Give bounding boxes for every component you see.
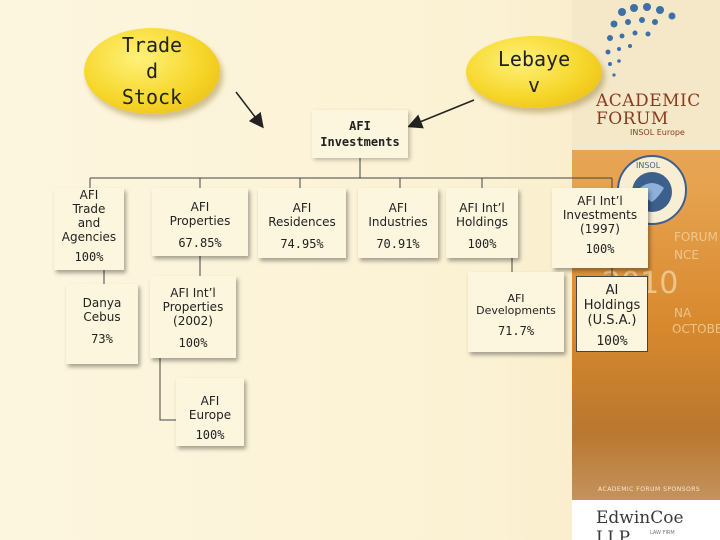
afi-residences-node: AFI Residences 74.95% <box>258 188 346 258</box>
danya-cebus-node: Danya Cebus 73% <box>66 284 138 364</box>
traded-stock-label: Trade d Stock <box>121 33 183 109</box>
faint-forum: FORUM <box>674 230 718 244</box>
node-percent: 67.85% <box>178 236 222 250</box>
lebayev-oval: Lebaye v <box>466 36 602 108</box>
afi-intl-investments-node: AFI Int’l Investments (1997) 100% <box>552 188 648 268</box>
edwin-coe-text: EdwinCoe LLP <box>596 508 684 540</box>
afi-europe-node: AFI Europe 100% <box>176 378 244 446</box>
node-name: AFI Int’l Holdings <box>455 201 509 229</box>
faint-na: NA <box>674 306 692 320</box>
afi-properties-node: AFI Properties 67.85% <box>152 188 248 256</box>
node-percent: 100% <box>178 336 208 350</box>
node-percent: 100% <box>585 242 615 256</box>
afi-investments-label: AFI Investments <box>320 119 400 149</box>
arrow-traded-stock <box>235 91 264 129</box>
node-name: AFI Int’l Investments (1997) <box>562 194 638 236</box>
node-name: AI Holdings (U.S.A.) <box>583 283 641 328</box>
node-name: Danya Cebus <box>82 296 122 324</box>
node-name: AFI Residences <box>268 201 336 229</box>
faint-october: OCTOBER <box>672 322 720 336</box>
connector-intl-europe <box>159 358 176 421</box>
traded-stock-oval: Trade d Stock <box>84 28 220 114</box>
logo-line1: ACADEMIC <box>596 91 701 111</box>
edwin-coe-small: LAW FIRM <box>650 530 675 536</box>
afi-investments-node: AFI Investments <box>312 110 408 158</box>
node-name: AFI Int’l Properties (2002) <box>162 286 224 328</box>
node-percent: 100% <box>596 334 628 349</box>
node-name: AFI Developments <box>476 292 556 317</box>
node-percent: 73% <box>91 332 113 346</box>
node-percent: 100% <box>467 237 497 251</box>
afi-industries-node: AFI Industries 70.91% <box>358 188 438 258</box>
node-percent: 74.95% <box>280 237 324 251</box>
faint-nce: NCE <box>674 248 699 262</box>
edwin-coe-logo: EdwinCoe LLP LAW FIRM <box>572 500 720 540</box>
academic-forum-logo: ACADEMIC FORUM <box>596 92 701 128</box>
arrow-lebayev <box>407 99 475 129</box>
logo-subtitle: INSOL Europe <box>630 128 685 137</box>
node-percent: 100% <box>74 250 104 264</box>
lebayev-label: Lebaye v <box>497 47 571 97</box>
afi-intl-holdings-node: AFI Int’l Holdings 100% <box>446 188 518 258</box>
node-name: AFI Properties <box>169 200 231 228</box>
node-name: AFI Trade and Agencies <box>61 188 117 244</box>
node-name: AFI Europe <box>188 394 232 422</box>
node-percent: 70.91% <box>376 237 420 251</box>
dots-logo-icon <box>605 3 676 77</box>
node-percent: 71.7% <box>497 324 535 338</box>
sponsors-label: ACADEMIC FORUM SPONSORS <box>598 486 701 493</box>
node-percent: 100% <box>195 428 225 442</box>
node-name: AFI Industries <box>368 201 428 229</box>
afi-developments-node: AFI Developments 71.7% <box>468 272 564 352</box>
seal-text: INSOL <box>636 161 661 170</box>
conference-sidebar: ACADEMIC FORUM INSOL Europe INSOL FORUM … <box>572 0 720 540</box>
afi-intl-properties-node: AFI Int’l Properties (2002) 100% <box>150 276 236 358</box>
afi-trade-agencies-node: AFI Trade and Agencies 100% <box>54 188 124 270</box>
ai-holdings-node: AI Holdings (U.S.A.) 100% <box>576 276 648 352</box>
logo-line2: FORUM <box>596 109 669 129</box>
